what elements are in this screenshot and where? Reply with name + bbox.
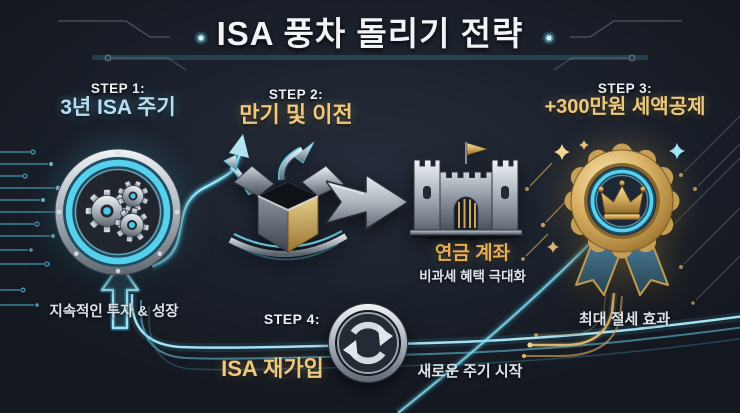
step2-title: 만기 및 이전 bbox=[239, 102, 353, 127]
step3-caption: 최대 절세 효과 bbox=[578, 311, 671, 328]
open-box-icon bbox=[223, 141, 348, 261]
step3-title: +300만원 세액공제 bbox=[544, 96, 706, 118]
step2-label: STEP 2: bbox=[268, 87, 324, 102]
badge-rivets bbox=[56, 150, 180, 274]
sparkle-icons bbox=[547, 140, 685, 253]
step4-title: ISA 재가입 bbox=[221, 356, 324, 381]
box-back-arrow-up bbox=[277, 141, 315, 181]
gears-badge-icon bbox=[54, 148, 182, 276]
step3-label: STEP 3: bbox=[597, 81, 653, 96]
title-circuit-right bbox=[542, 20, 740, 71]
pension-caption: 비과세 혜택 극대화 bbox=[419, 269, 526, 284]
step4-caption: 새로운 주기 시작 bbox=[417, 363, 523, 380]
page-title: ISA 풍차 돌리기 전략 bbox=[216, 15, 524, 52]
flag-icon bbox=[466, 142, 489, 156]
step1-title: 3년 ISA 주기 bbox=[60, 96, 176, 119]
right-circuit-board bbox=[666, 115, 740, 305]
left-circuit-board bbox=[0, 149, 63, 307]
castle-icon bbox=[409, 142, 523, 240]
step1-caption: 지속적인 투자 & 성장 bbox=[49, 304, 179, 320]
right-arrow-icon bbox=[326, 174, 409, 230]
refresh-cycle-icon bbox=[328, 303, 408, 383]
pension-title: 연금 계좌 bbox=[434, 243, 511, 264]
up-arrow-icon bbox=[99, 262, 141, 331]
refresh-arrows bbox=[343, 321, 393, 365]
crown-icon bbox=[598, 180, 647, 220]
cycle-flow-gold bbox=[521, 292, 623, 359]
medal-crown-icon bbox=[564, 143, 680, 296]
step1-label: STEP 1: bbox=[90, 81, 146, 96]
gold-circuit-ticks bbox=[521, 162, 571, 261]
gear-icon-top bbox=[117, 180, 149, 212]
gear-icon-bottom bbox=[114, 207, 150, 243]
step4-label: STEP 4: bbox=[263, 311, 321, 327]
